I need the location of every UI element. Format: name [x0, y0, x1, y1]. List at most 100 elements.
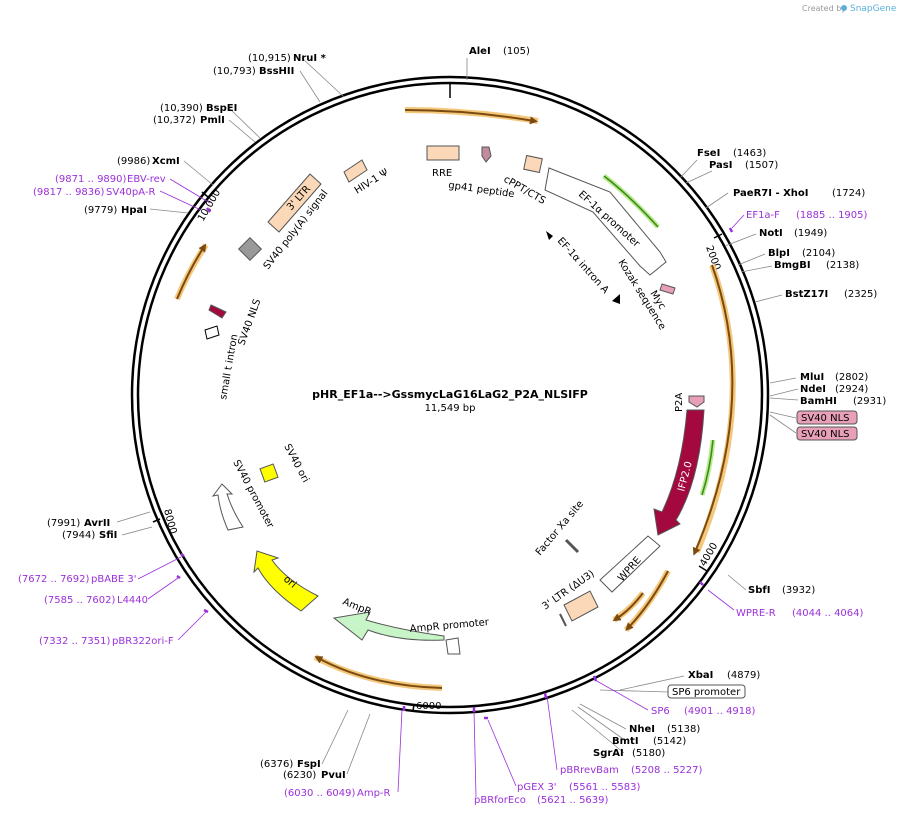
primer-pos: (4044 .. 4064)	[792, 608, 864, 619]
ef1a-promoter-arc-line	[603, 175, 659, 228]
enzyme-name[interactable]: PmlI	[200, 115, 225, 126]
enzyme-name[interactable]: HpaI	[121, 205, 147, 216]
primer-name[interactable]: pBR322ori-F	[112, 636, 174, 647]
p2a-block	[688, 395, 705, 408]
enzyme-pos: (10,390)	[160, 103, 203, 114]
enzyme-pos: (2802)	[835, 372, 868, 383]
enzyme-name[interactable]: BmtI	[612, 736, 639, 747]
enzyme-name[interactable]: SfiI	[99, 530, 117, 541]
tick-marks	[152, 84, 723, 712]
enzyme-pos: (105)	[503, 46, 530, 57]
primer-pos: (5561 .. 5583)	[569, 782, 641, 793]
primer-pos: (9817 .. 9836)	[33, 187, 105, 198]
primer-pos: (5621 .. 5639)	[537, 795, 609, 806]
enzyme-name[interactable]: FseI	[697, 148, 720, 159]
primer-pos: (9871 .. 9890)	[55, 174, 127, 185]
enzyme-name[interactable]: XcmI	[152, 156, 180, 167]
enzyme-pos: (7944)	[62, 530, 95, 541]
primer-name[interactable]: pBABE 3'	[91, 574, 137, 585]
tick-6000: 6000	[416, 701, 441, 712]
primer-name[interactable]: Amp-R	[357, 788, 391, 799]
primer-labels: EF1a-F (1885 .. 1905) WPRE-R (4044 .. 40…	[18, 174, 868, 806]
primer-name[interactable]: EF1a-F	[746, 210, 780, 221]
gp41-block	[481, 146, 492, 163]
enzyme-pos: (5180)	[632, 748, 665, 759]
ampr-arrow	[332, 611, 445, 641]
enzyme-name[interactable]: BmgBI	[774, 260, 811, 271]
watermark-brand: SnapGene	[850, 4, 897, 14]
sv40-nls-box-2[interactable]	[796, 426, 858, 441]
watermark-created-by: Created by	[802, 4, 846, 13]
enzyme-name[interactable]: AvrII	[84, 518, 110, 529]
enzyme-pos: (3932)	[782, 585, 815, 596]
enzyme-labels: AleI (105) FseI (1463) PasI (1507) PaeR7…	[47, 46, 886, 781]
sp6-promoter-box[interactable]	[667, 684, 746, 699]
primer-name[interactable]: pBRforEco	[474, 795, 526, 806]
enzyme-name[interactable]: NdeI	[800, 384, 826, 395]
enzyme-pos: (2325)	[844, 289, 877, 300]
enzyme-pos: (10,372)	[153, 115, 196, 126]
enzyme-name[interactable]: NruI *	[293, 53, 327, 64]
enzyme-name[interactable]: MluI	[800, 372, 824, 383]
enzyme-name[interactable]: XbaI	[688, 670, 713, 681]
primer-name[interactable]: EBV-rev	[127, 174, 166, 185]
enzyme-name[interactable]: NotI	[759, 228, 783, 239]
factor-xa-label: Factor Xa site	[534, 499, 586, 558]
sv40-nls-box-1[interactable]	[796, 410, 858, 425]
enzyme-name[interactable]: FspI	[297, 759, 321, 770]
ltr3-block	[563, 590, 599, 622]
enzyme-name[interactable]: BstZ17I	[785, 289, 828, 300]
enzyme-leaders	[116, 57, 799, 775]
enzyme-pos: (2931)	[853, 396, 886, 407]
sv40-nls-box-2-label: SV40 NLS	[801, 429, 850, 440]
cppt-block	[523, 154, 543, 174]
sp6-promoter-box-label: SP6 promoter	[672, 687, 741, 698]
primer-name[interactable]: WPRE-R	[736, 608, 776, 619]
enzyme-pos: (5142)	[653, 736, 686, 747]
primer-name[interactable]: SV40pA-R	[106, 187, 155, 198]
factor-xa-block	[564, 538, 580, 554]
primer-pos: (5208 .. 5227)	[631, 765, 703, 776]
primer-name[interactable]: pGEX 3'	[517, 782, 557, 793]
primer-name[interactable]: SP6	[651, 706, 670, 717]
enzyme-name[interactable]: BlpI	[768, 248, 790, 259]
enzyme-pos: (6230)	[283, 770, 316, 781]
primer-pos: (6030 .. 6049)	[284, 788, 356, 799]
enzyme-name[interactable]: BamHI	[800, 396, 837, 407]
sv40-ori-block	[259, 463, 279, 483]
p2a-label: P2A	[674, 393, 685, 412]
ori-arrow	[253, 550, 319, 612]
sv40-ori-label: SV40 ori	[281, 442, 310, 484]
sv40-nls-block	[208, 304, 227, 319]
orf-arcs	[174, 107, 736, 691]
enzyme-name[interactable]: NheI	[629, 724, 655, 735]
enzyme-name[interactable]: SgrAI	[593, 748, 624, 759]
ampr-promoter-block	[445, 637, 461, 655]
backbone-outer	[130, 75, 770, 715]
enzyme-pos: (1949)	[794, 228, 827, 239]
enzyme-name[interactable]: BspEI	[206, 103, 237, 114]
enzyme-pos: (4879)	[727, 670, 760, 681]
enzyme-pos: (2138)	[826, 260, 859, 271]
enzyme-name[interactable]: BssHII	[259, 66, 294, 77]
enzyme-name[interactable]: PasI	[709, 160, 732, 171]
primer-leaders	[137, 178, 745, 798]
enzyme-name[interactable]: PvuI	[321, 770, 346, 781]
primer-name[interactable]: L4440	[117, 595, 148, 606]
enzyme-name[interactable]: PaeR7I - XhoI	[733, 188, 809, 199]
ef1a-intron-label: EF-1α intron A	[555, 236, 611, 296]
sv40-nls-label: SV40 NLS	[236, 298, 263, 347]
rre-block	[426, 145, 460, 161]
ifp-arrow	[653, 409, 705, 536]
primer-name[interactable]: pBRrevBam	[560, 765, 619, 776]
enzyme-pos: (2924)	[835, 384, 868, 395]
snapgene-logo-icon	[841, 5, 847, 11]
primer-ticks	[176, 207, 734, 720]
sv40-polya-block	[237, 236, 263, 262]
enzyme-name[interactable]: SbfI	[748, 585, 770, 596]
enzyme-pos: (2104)	[802, 248, 835, 259]
small-t-intron-block	[204, 325, 220, 340]
primer-pos: (7332 .. 7351)	[39, 636, 111, 647]
hiv1-block	[343, 159, 368, 183]
enzyme-name[interactable]: AleI	[469, 46, 491, 57]
